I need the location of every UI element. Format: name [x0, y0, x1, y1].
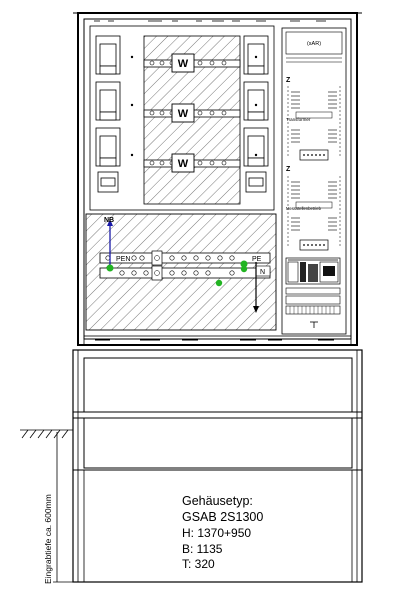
- spec-title: Gehäusetyp:: [182, 494, 253, 508]
- svg-text:NB: NB: [104, 217, 114, 224]
- cabinet-bottom-strip: [83, 335, 352, 346]
- fuse-holders-left: [95, 35, 121, 193]
- nb-arrow: NB: [104, 217, 114, 270]
- svg-text:Z: Z: [286, 77, 291, 84]
- svg-text:PE: PE: [252, 256, 262, 263]
- svg-text:Messstellenbetrieb: Messstellenbetrieb: [286, 206, 322, 211]
- depth-dimension: [53, 432, 73, 583]
- grounding-area: PEN PE N NB: [85, 213, 277, 331]
- svg-text:PEN: PEN: [116, 256, 130, 263]
- meter-panel: (sAR) Z Z Transformer Messstellenbetrieb: [281, 27, 347, 335]
- ground-line: [20, 429, 73, 439]
- svg-text:Transformer: Transformer: [286, 117, 311, 122]
- control-components: [285, 257, 341, 285]
- fuse-area: W W W: [89, 25, 275, 211]
- svg-text:W: W: [178, 158, 189, 170]
- svg-text:N: N: [260, 269, 265, 276]
- svg-text:Z: Z: [286, 166, 291, 173]
- svg-text:W: W: [178, 108, 189, 120]
- meter-terminal-lower: [299, 239, 329, 251]
- svg-text:W: W: [178, 58, 189, 70]
- fuse-box-2: W: [171, 103, 195, 123]
- fuse-box-1: W: [171, 53, 195, 73]
- svg-text:(sAR): (sAR): [307, 41, 321, 47]
- installation-depth-label: Eingrabtiefe ca. 600mm: [43, 494, 53, 584]
- socket-base: [72, 349, 363, 583]
- pen-busbar: [99, 252, 271, 264]
- green-terminals: [106, 260, 248, 287]
- spec-depth: T: 320: [182, 557, 215, 571]
- n-arrow: [253, 262, 259, 313]
- fuse-holders-right: [243, 35, 269, 193]
- spec-height: H: 1370+950: [182, 526, 252, 540]
- spec-model: GSAB 2S1300: [182, 510, 264, 524]
- spec-width: B: 1135: [182, 542, 223, 556]
- fuse-box-3: W: [171, 153, 195, 173]
- meter-terminal-upper: [299, 149, 329, 161]
